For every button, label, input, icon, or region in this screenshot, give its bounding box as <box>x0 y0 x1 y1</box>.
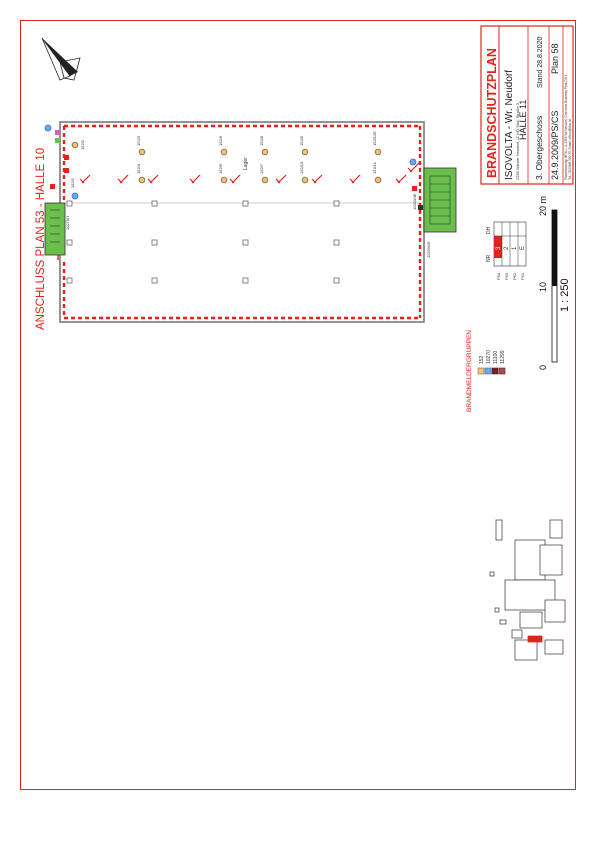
table-header-dh: DH <box>486 226 492 234</box>
smoke-detector-icons <box>71 141 382 184</box>
detector-label: 152/10 <box>299 161 304 174</box>
scale-ratio: 1 : 250 <box>559 278 571 312</box>
room-label: Lager <box>243 157 249 170</box>
scale-bar: 0 10 20 m 1 : 250 <box>538 196 571 370</box>
fire-compartment-lines <box>62 124 422 320</box>
table-row-value: 1 <box>512 246 518 250</box>
detector-label: 152/1 <box>70 177 75 188</box>
status-date: Stand 28.8.2020 <box>537 37 544 88</box>
site-location-map <box>489 519 566 661</box>
detector-label: 152/7 <box>259 163 264 174</box>
detector-label: 152/11 <box>372 161 377 174</box>
table-row-value: 3 <box>496 246 502 250</box>
north-arrow-icon <box>41 37 81 81</box>
entrance-markers <box>50 130 423 210</box>
legend-item: 11299 <box>500 350 506 364</box>
company-name: ISOVOLTA - Wr. Neudorf <box>504 70 515 180</box>
detector-group-legend: BRANDMELDERGRUPPEN 152 10270 11100 11299 <box>466 330 506 412</box>
title-block: BRANDSCHUTZPLAN ISOVOLTA - Wr. Neudorf 2… <box>480 25 574 185</box>
legend-item: 152 <box>479 355 485 364</box>
detector-label: 152/4 <box>136 163 141 174</box>
connection-label: ANSCHLUSS PLAN 53 - HALLE 10 <box>35 148 47 330</box>
company-address: 2355 Wiener Neudorf, IZ NÖ-Süd, Straße 3 <box>515 102 520 180</box>
floor-index-table: NR DH P64 P63 P62 P61 3 2 1 E <box>486 221 527 280</box>
table-row-value: 2 <box>504 246 510 250</box>
legend-title: BRANDMELDERGRUPPEN <box>466 330 473 412</box>
plan-number: Plan 58 <box>550 43 560 74</box>
footer-line: Planerfassung: BFSU - A-2355 Wr.Neudorf,… <box>564 75 568 180</box>
plan-sheet-border <box>20 20 576 790</box>
detector-label: 152/12E <box>372 131 377 146</box>
detector-label: 152/6 <box>218 135 223 146</box>
footer-line: Tel.: 02236/8 900 35, Email: office@bfsu… <box>568 119 572 180</box>
date-code: 24.9.2009/PS/CS <box>550 110 560 180</box>
stairwell-right <box>423 167 457 233</box>
call-point-label: 11299/1E <box>426 241 431 258</box>
call-point-label: 10270/1 <box>65 215 70 230</box>
stairwell-left <box>44 202 66 256</box>
table-header-nr: NR <box>486 254 492 262</box>
table-row-label: P63 <box>504 272 509 280</box>
plan-title: BRANDSCHUTZPLAN <box>485 48 499 178</box>
detector-label: 152/2 <box>80 139 85 150</box>
table-row-value: E <box>520 246 526 250</box>
floor-name: 3. Obergeschoss <box>534 116 544 180</box>
fire-extinguisher-icons <box>79 161 421 184</box>
legend-item: 11100 <box>493 351 499 364</box>
table-row-label: P61 <box>520 272 525 280</box>
detector-label: 152/5 <box>218 163 223 174</box>
call-point-label: 11100/4E <box>412 193 417 210</box>
legend-item: 10270 <box>486 350 492 364</box>
detector-label: 152/3 <box>136 135 141 146</box>
detector-label: 152/8 <box>259 135 264 146</box>
table-row-label: P64 <box>496 272 501 280</box>
manual-call-point-icons <box>44 124 417 200</box>
detector-label: 152/9 <box>299 135 304 146</box>
building-name: HALLE 11 <box>518 100 528 140</box>
scale-tick: 10 <box>538 282 548 292</box>
scale-tick: 0 <box>538 365 548 370</box>
table-row-label: P62 <box>512 272 517 280</box>
building-outline <box>57 121 425 323</box>
structural-columns <box>66 200 340 284</box>
scale-tick: 20 m <box>538 196 548 216</box>
